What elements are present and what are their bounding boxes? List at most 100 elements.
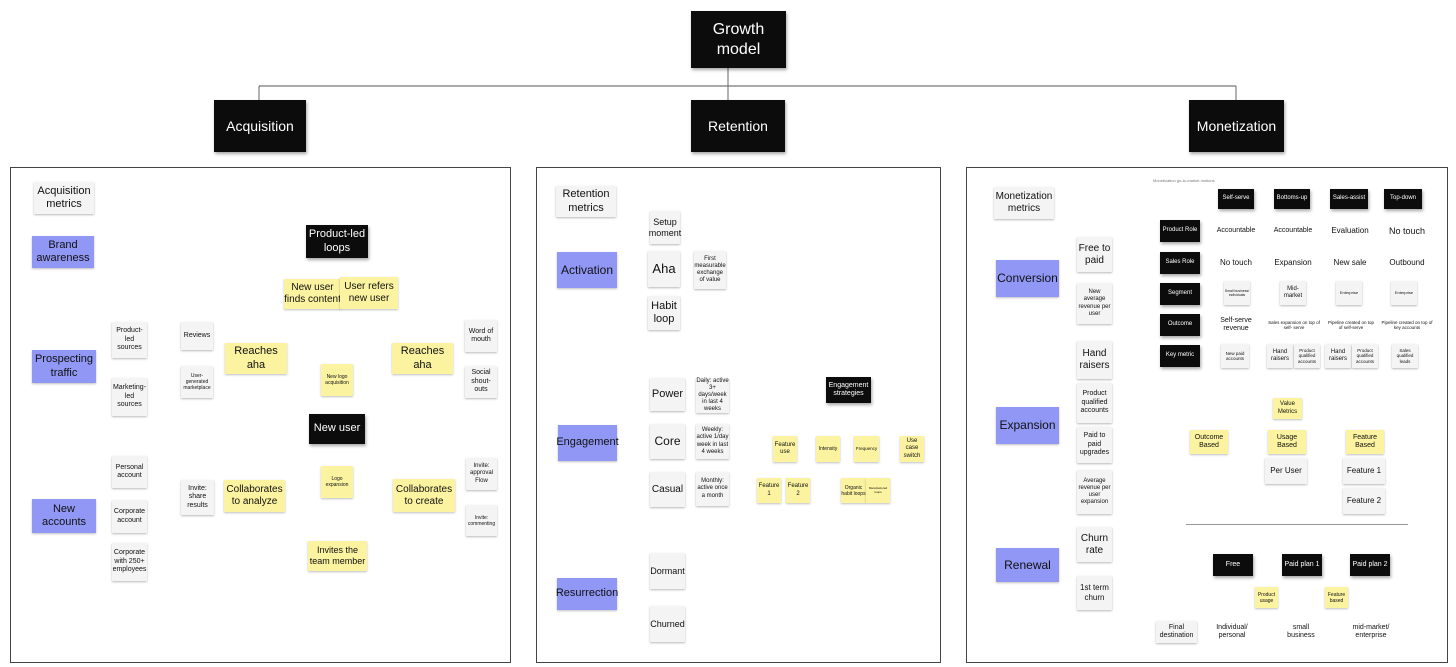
word-of-mouth-note: Word of mouth bbox=[465, 320, 497, 352]
conversion-note: Conversion bbox=[996, 260, 1059, 297]
marketing-led-sources-note: Marketing-led sources bbox=[112, 378, 147, 416]
habit-loop-note: Habit loop bbox=[648, 296, 680, 330]
invites-team-note: Invites the team member bbox=[308, 541, 367, 571]
outcome-based-note: Outcome Based bbox=[1190, 430, 1228, 454]
frequency-note: Frequency bbox=[854, 436, 879, 462]
final-destination-note: Final destination bbox=[1156, 621, 1197, 643]
corporate-250-note: Corporate with 250+ employees bbox=[112, 543, 147, 581]
new-arpu-note: New average revenue per user bbox=[1077, 283, 1112, 324]
feature-based-small-note: Feature based bbox=[1325, 587, 1348, 608]
monetization-metrics-note: Monetization metrics bbox=[994, 187, 1054, 219]
corporate-account-note: Corporate account bbox=[112, 500, 147, 533]
feature-based-note: Feature Based bbox=[1346, 430, 1384, 454]
table-row-label: Key metric bbox=[1160, 345, 1200, 367]
collaborates-create-note: Collaborates to create bbox=[393, 479, 455, 512]
paid-plan-2: Paid plan 2 bbox=[1350, 554, 1390, 576]
paid-plan-1: Paid plan 1 bbox=[1282, 554, 1322, 576]
daily-note: Daily: active 3+ days/week in last 4 wee… bbox=[696, 377, 729, 413]
table-cell: New paid accounts bbox=[1221, 344, 1249, 368]
table-row-label: Outcome bbox=[1160, 314, 1200, 336]
engagement-note: Engagement bbox=[556, 425, 619, 461]
invite-approval-note: Invite: approval Flow bbox=[466, 458, 497, 490]
table-cell: Sales qualified leads bbox=[1392, 344, 1418, 368]
monetization-header: Monetization bbox=[1189, 100, 1284, 152]
acquisition-header: Acquisition bbox=[214, 100, 306, 152]
retention-metrics-note: Retention metrics bbox=[556, 186, 616, 217]
churned-note: Churned bbox=[650, 606, 685, 642]
product-led-sources-note: Product-led sources bbox=[112, 322, 147, 358]
table-cell: Enterprise bbox=[1336, 281, 1362, 305]
table-cell: Self-serve revenue bbox=[1220, 316, 1252, 332]
acquisition-metrics-note: Acquisition metrics bbox=[34, 182, 94, 214]
table-cell: New sale bbox=[1333, 258, 1367, 268]
core-note: Core bbox=[650, 424, 685, 459]
manufactured-loops-note: Manufactured loops bbox=[866, 478, 890, 503]
first-term-churn-note: 1st term churn bbox=[1077, 576, 1112, 610]
invite-commenting-note: Invite: commenting bbox=[466, 505, 497, 536]
renewal-note: Renewal bbox=[996, 548, 1059, 582]
feature-2-note: Feature 2 bbox=[786, 478, 810, 503]
first-exchange-note: First measurable exchange of value bbox=[694, 251, 726, 289]
churn-rate-note: Churn rate bbox=[1077, 527, 1112, 562]
individual-label: Individual/ personal bbox=[1216, 623, 1248, 639]
feature-use-note: Feature use bbox=[773, 436, 797, 462]
table-cell: No touch bbox=[1219, 258, 1253, 268]
new-accounts-note: New accounts bbox=[32, 499, 96, 533]
table-cell: Outbound bbox=[1389, 258, 1425, 268]
table-col-sales-assist: Sales-assist bbox=[1330, 189, 1368, 209]
engagement-strategies-title: Engagement strategies bbox=[826, 377, 871, 403]
collaborates-analyze-note: Collaborates to analyze bbox=[224, 480, 285, 512]
table-col-bottoms-up: Bottoms-up bbox=[1274, 189, 1310, 209]
intensity-note: Intensity bbox=[816, 436, 840, 462]
growth-model-title: Growth model bbox=[691, 11, 786, 68]
organic-habit-loops-note: Organic habit loops bbox=[841, 478, 866, 503]
vm-feature-2-note: Feature 2 bbox=[1343, 488, 1385, 514]
casual-note: Casual bbox=[650, 472, 685, 507]
vm-feature-1-note: Feature 1 bbox=[1343, 458, 1385, 484]
setup-moment-note: Setup moment bbox=[649, 211, 681, 244]
dormant-note: Dormant bbox=[650, 553, 685, 589]
reaches-aha-left-note: Reaches aha bbox=[225, 343, 287, 374]
table-row-label: Sales Role bbox=[1160, 252, 1200, 274]
table-cell: Sales expansion on top of self- serve bbox=[1268, 319, 1320, 330]
resurrection-note: Resurrection bbox=[556, 578, 618, 610]
paid-to-paid-note: Paid to paid upgrades bbox=[1077, 427, 1112, 463]
new-logo-acquisition-note: New logo acquisition bbox=[321, 364, 353, 396]
mid-market-label: mid-market/ enterprise bbox=[1352, 623, 1390, 639]
table-row-label: Product Role bbox=[1160, 220, 1200, 242]
weekly-note: Weekly: active 1/day week in last 4 week… bbox=[696, 424, 729, 459]
table-cell: Small business/ individuals bbox=[1224, 281, 1250, 305]
table-cell: Hand raisers bbox=[1325, 344, 1351, 368]
table-row-label: Segment bbox=[1160, 283, 1200, 305]
gtm-table-caption: Monetization go-to-market motions bbox=[1153, 178, 1215, 183]
small-business-label: small business bbox=[1287, 623, 1315, 639]
invite-share-note: Invite: share results bbox=[181, 480, 214, 515]
aha-note: Aha bbox=[648, 251, 680, 287]
table-cell: Hand raisers bbox=[1267, 344, 1293, 368]
new-user-node: New user bbox=[309, 414, 365, 444]
reaches-aha-right-note: Reaches aha bbox=[392, 343, 453, 374]
finds-content-note: New user finds content bbox=[284, 279, 341, 309]
brand-awareness-note: Brand awareness bbox=[32, 236, 94, 268]
social-shoutouts-note: Social shout-outs bbox=[465, 366, 497, 398]
use-case-switch-note: Use case switch bbox=[900, 436, 924, 462]
activation-note: Activation bbox=[557, 252, 617, 288]
logo-expansion-note: Logo expansion bbox=[321, 466, 353, 498]
retention-header: Retention bbox=[691, 100, 785, 152]
table-cell: Evaluation bbox=[1331, 226, 1369, 236]
table-cell: No touch bbox=[1388, 225, 1426, 236]
value-metrics-note: Value Metrics bbox=[1273, 398, 1302, 419]
table-cell: Enterprise bbox=[1391, 281, 1417, 305]
pqa-note: Product qualified accounts bbox=[1077, 383, 1112, 423]
table-cell: Accountable bbox=[1273, 226, 1313, 234]
hand-raisers-note: Hand raisers bbox=[1077, 341, 1112, 379]
power-note: Power bbox=[650, 378, 685, 411]
arpu-expansion-note: Average revenue per user expansion bbox=[1077, 470, 1112, 514]
free-to-paid-note: Free to paid bbox=[1077, 237, 1112, 272]
table-cell: Mid-market bbox=[1280, 281, 1306, 305]
product-led-loops-title: Product-led loops bbox=[306, 225, 368, 258]
table-cell: Accountable bbox=[1216, 226, 1256, 234]
table-cell: Product qualified accounts bbox=[1352, 344, 1378, 368]
table-cell: Product qualified accounts bbox=[1294, 344, 1320, 368]
usage-based-note: Usage Based bbox=[1268, 430, 1306, 454]
